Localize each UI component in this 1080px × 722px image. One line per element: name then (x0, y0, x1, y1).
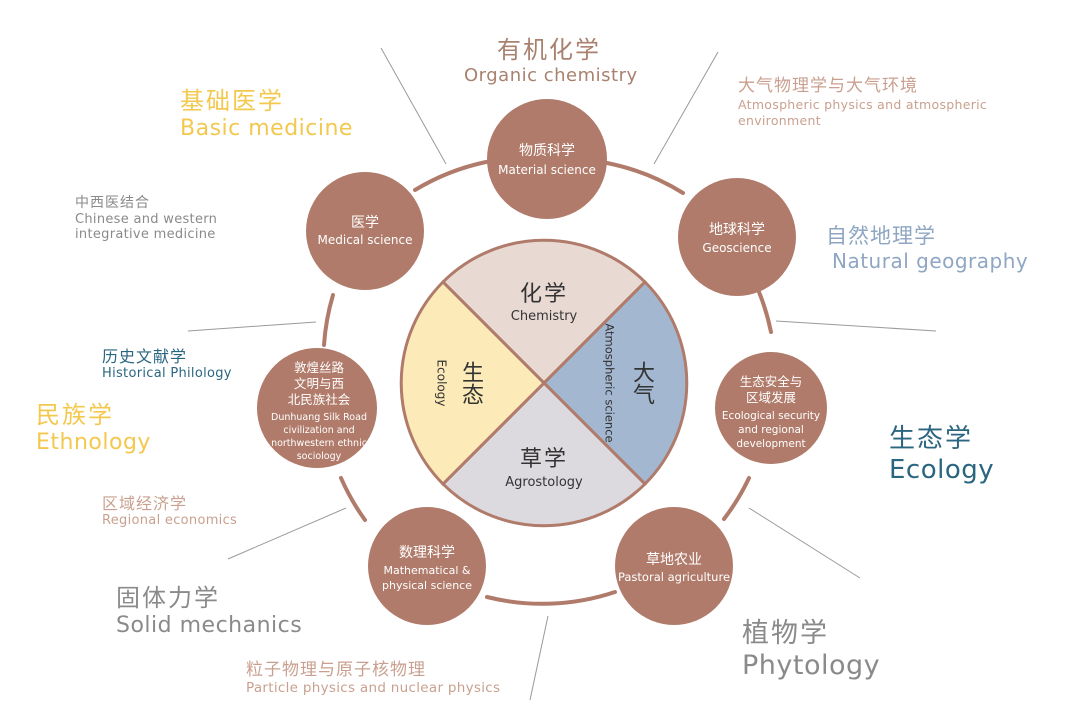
svg-text:Ecological security: Ecological security (722, 410, 820, 422)
quadrant-atmospheric (541, 279, 689, 487)
svg-text:医学: 医学 (351, 215, 379, 231)
label-chinese-western-medicine: 中西医结合 Chinese and western integrative me… (75, 195, 218, 243)
label-phytology: 植物学 Phytology (742, 618, 881, 682)
node-pastoral-agriculture: 草地农业 Pastoral agriculture (615, 507, 733, 625)
ecology-cn: 生态 (458, 361, 484, 405)
label-basic-medicine: 基础医学 Basic medicine (180, 87, 353, 141)
svg-text:Mathematical &: Mathematical & (383, 564, 470, 577)
svg-text:数理科学: 数理科学 (399, 545, 455, 561)
node-geoscience: 地球科学 Geoscience (678, 178, 796, 296)
node-ecological-security: 生态安全与 区域发展 Ecological security and regio… (715, 352, 827, 464)
svg-text:草地农业: 草地农业 (646, 552, 702, 568)
connector-line (227, 507, 347, 560)
svg-text:civilization and: civilization and (283, 425, 354, 436)
label-particle-physics: 粒子物理与原子核物理 Particle physics and nuclear … (246, 660, 501, 697)
svg-text:and regional: and regional (738, 424, 804, 436)
label-ecology: 生态学 Ecology (889, 424, 995, 486)
quadrant-chemistry (440, 238, 648, 386)
ecology-en: Ecology (435, 360, 449, 407)
connector-line (653, 51, 719, 165)
quadrant-ecology (399, 279, 547, 487)
node-material-science: 物质科学 Material science (487, 99, 607, 219)
svg-text:northwestern ethnic: northwestern ethnic (271, 438, 367, 449)
svg-text:Dunhuang Silk Road: Dunhuang Silk Road (271, 412, 367, 423)
svg-text:Pastoral agriculture: Pastoral agriculture (618, 570, 730, 584)
label-atmospheric-environment: 大气物理学与大气环境 Atmospheric physics and atmos… (738, 76, 988, 128)
svg-text:物质科学: 物质科学 (519, 143, 575, 159)
label-natural-geography: 自然地理学 Natural geography (826, 224, 1029, 274)
svg-text:development: development (736, 438, 805, 450)
label-regional-economics: 区域经济学 Regional economics (102, 494, 238, 529)
svg-text:Geoscience: Geoscience (702, 241, 771, 255)
connector-line (775, 320, 937, 332)
svg-text:生态安全与: 生态安全与 (740, 374, 803, 389)
agrostology-cn: 草学 (520, 447, 568, 472)
svg-text:地球科学: 地球科学 (709, 222, 765, 238)
node-dunhuang: 敦煌丝路 文明与西 北民族社会 Dunhuang Silk Road civil… (257, 348, 377, 468)
connector-line (529, 615, 549, 701)
svg-text:区域发展: 区域发展 (746, 390, 796, 405)
label-ethnology: 民族学 Ethnology (36, 401, 151, 455)
atmospheric-cn: 大气 (629, 361, 655, 405)
node-mathematical-physical: 数理科学 Mathematical & physical science (368, 507, 486, 625)
svg-text:北民族社会: 北民族社会 (288, 392, 351, 407)
label-solid-mechanics: 固体力学 Solid mechanics (116, 584, 303, 638)
connector-line (380, 47, 447, 165)
svg-text:敦煌丝路: 敦煌丝路 (294, 360, 345, 375)
svg-text:文明与西: 文明与西 (294, 376, 344, 391)
outer-ring (322, 160, 773, 606)
svg-text:Material science: Material science (498, 163, 596, 177)
center-disc (399, 238, 689, 528)
chemistry-cn: 化学 (520, 282, 568, 307)
label-organic-chemistry: 有机化学 Organic chemistry (464, 36, 638, 86)
atmospheric-en: Atmospheric science (603, 323, 617, 442)
label-historical-philology: 历史文献学 Historical Philology (102, 347, 232, 382)
connector-line (187, 321, 317, 332)
connector-line (748, 507, 861, 579)
svg-text:Medical science: Medical science (318, 233, 413, 247)
quadrant-agrostology (440, 380, 648, 528)
svg-text:physical science: physical science (382, 579, 472, 592)
chemistry-en: Chemistry (511, 309, 578, 324)
node-medical-science: 医学 Medical science (306, 172, 424, 290)
svg-text:sociology: sociology (297, 451, 342, 462)
agrostology-en: Agrostology (505, 475, 583, 490)
